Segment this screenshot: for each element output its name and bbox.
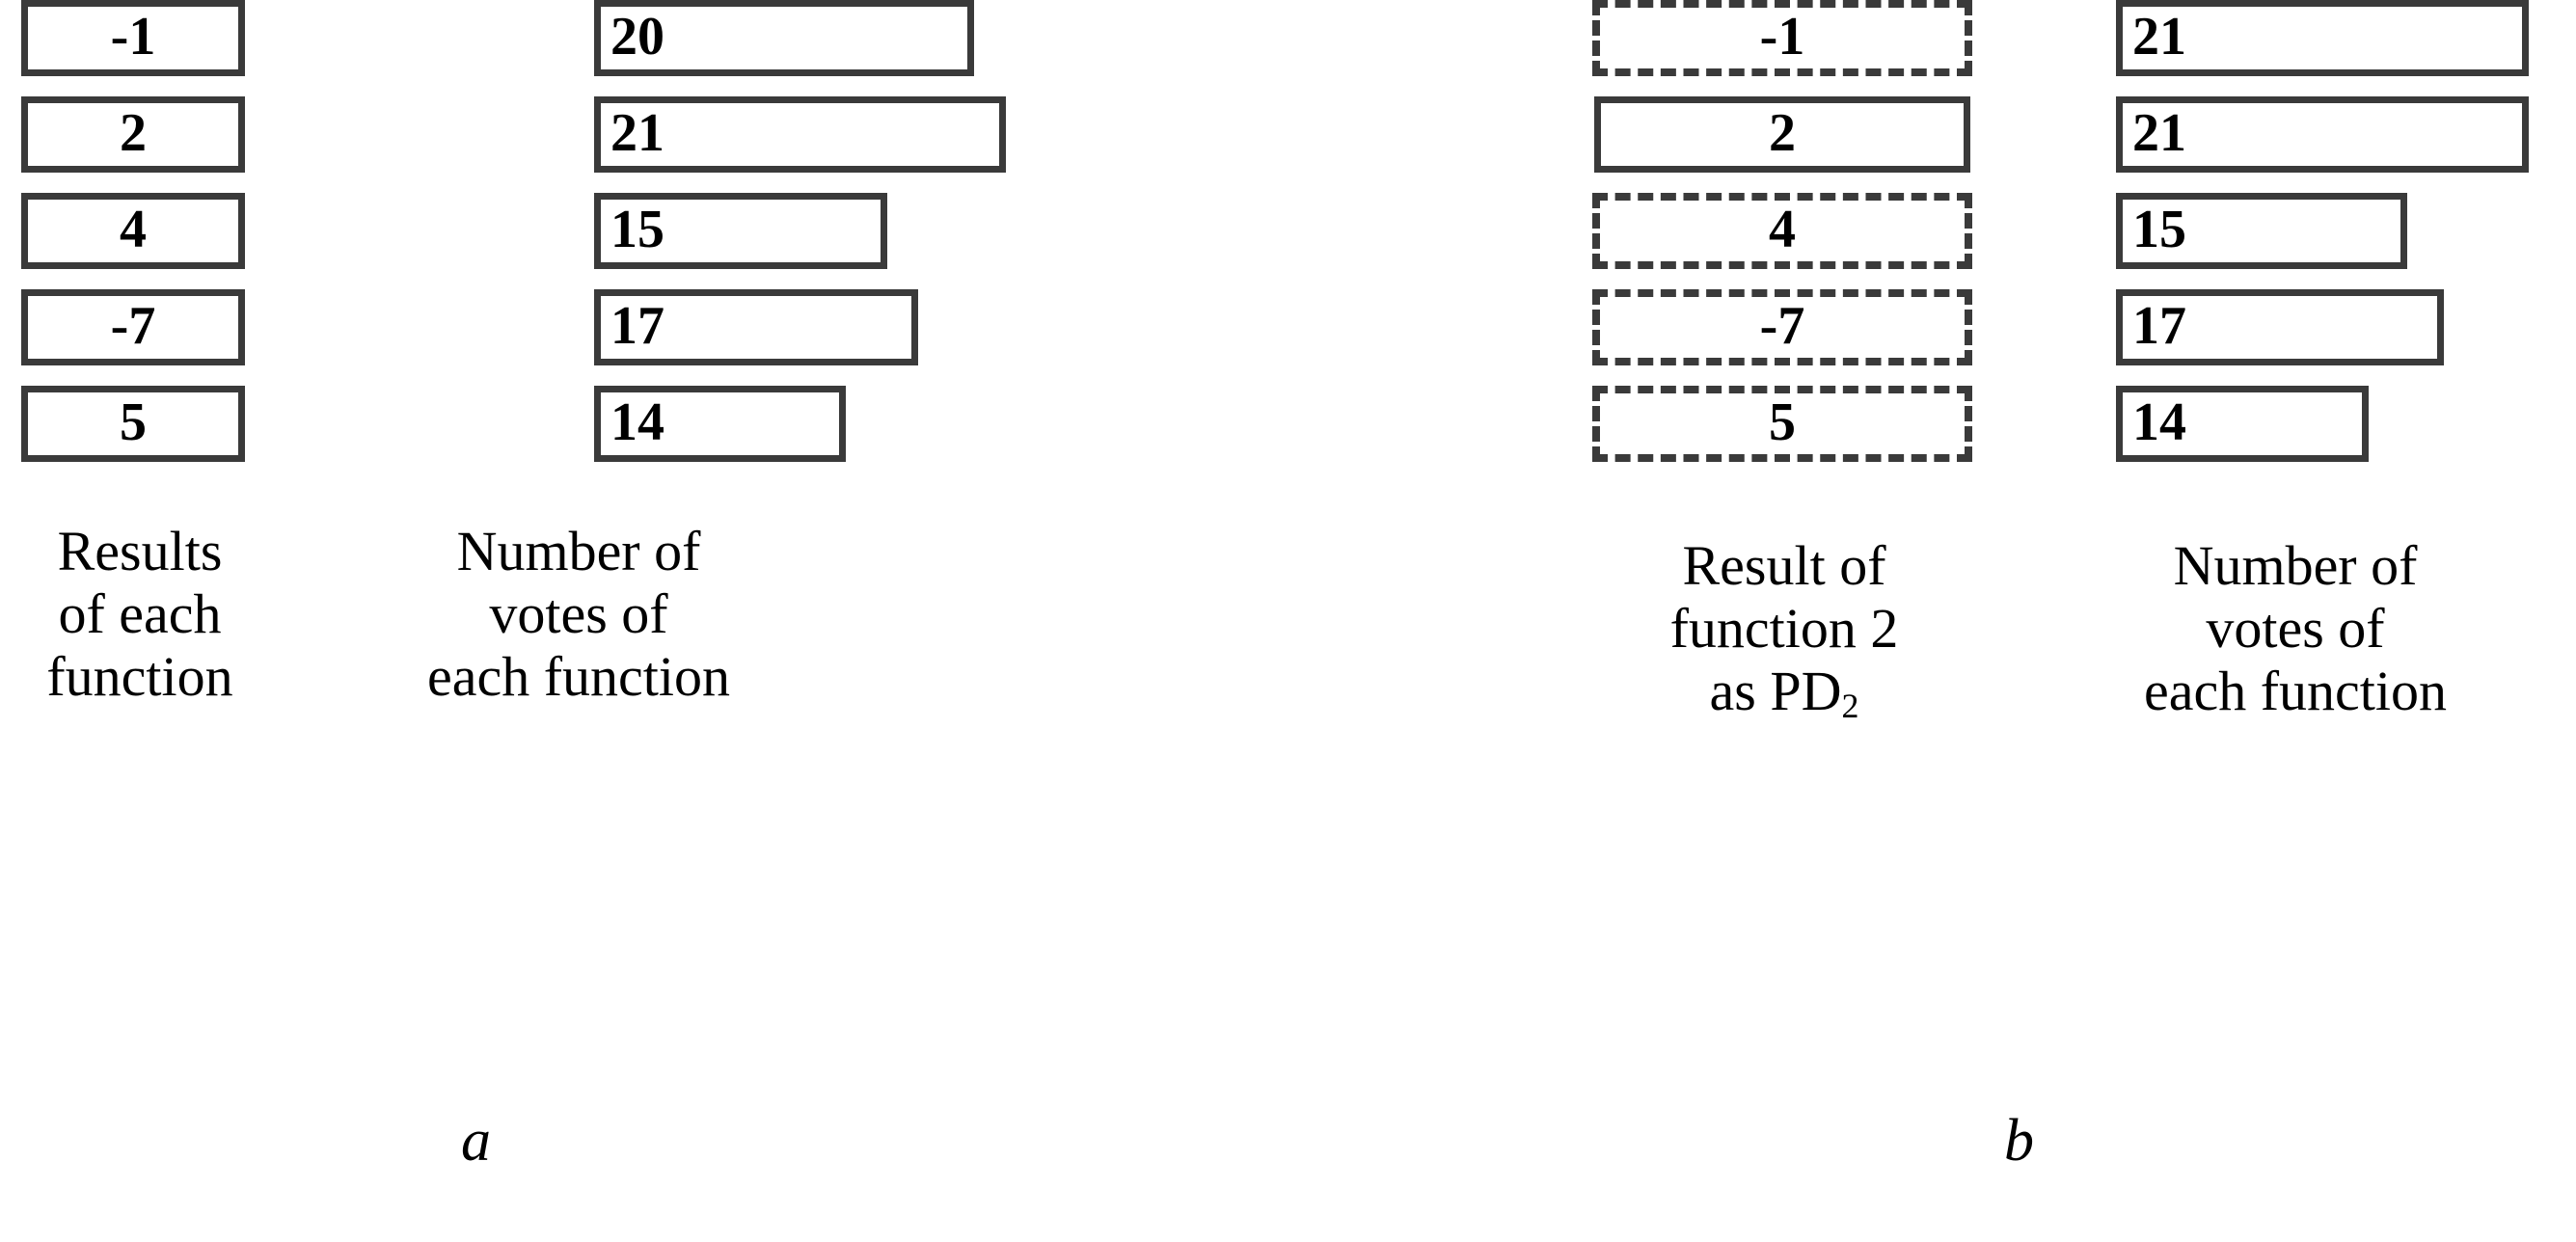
result-box[interactable]: 4 — [21, 193, 245, 269]
panel-b-results-caption-subscript: 2 — [1841, 686, 1859, 725]
votes-value: 21 — [2132, 102, 2186, 163]
votes-value: 17 — [610, 295, 664, 356]
votes-bar[interactable]: 17 — [594, 289, 918, 365]
votes-bar[interactable]: 15 — [594, 193, 887, 269]
result-value: 2 — [120, 102, 147, 163]
votes-value: 14 — [2132, 392, 2186, 452]
panel-letter-b: b — [2004, 1108, 2034, 1174]
panel-b: -1 2 4 -7 5 — [1543, 0, 2576, 1242]
result-value: -1 — [1759, 6, 1805, 67]
result-box[interactable]: -1 — [21, 0, 245, 76]
votes-bar[interactable]: 14 — [594, 386, 846, 462]
result-box[interactable]: 5 — [21, 386, 245, 462]
result-value: -7 — [1759, 295, 1805, 356]
panel-b-results-caption: Result of function 2 as PD2 — [1562, 534, 2006, 725]
result-box-dashed[interactable]: 5 — [1592, 386, 1972, 462]
panel-b-votes-caption: Number of votes of each function — [2143, 534, 2447, 722]
votes-bar[interactable]: 21 — [594, 96, 1006, 173]
result-value: -1 — [110, 6, 156, 67]
votes-bar[interactable]: 15 — [2116, 193, 2407, 269]
panel-a: -1 2 4 -7 5 — [0, 0, 1254, 1242]
result-value: 5 — [1769, 392, 1796, 452]
votes-value: 21 — [2132, 6, 2186, 67]
result-box[interactable]: -7 — [21, 289, 245, 365]
votes-bar[interactable]: 14 — [2116, 386, 2369, 462]
result-value: -7 — [110, 295, 156, 356]
votes-bar[interactable]: 17 — [2116, 289, 2444, 365]
result-box-dashed[interactable]: -7 — [1592, 289, 1972, 365]
result-box-dashed[interactable]: -1 — [1592, 0, 1972, 76]
panel-a-votes-caption: Number of votes of each function — [426, 520, 730, 708]
votes-value: 15 — [2132, 199, 2186, 259]
result-value: 2 — [1769, 102, 1796, 163]
result-box[interactable]: 2 — [21, 96, 245, 173]
result-value: 4 — [1769, 199, 1796, 259]
votes-value: 14 — [610, 392, 664, 452]
result-value: 5 — [120, 392, 147, 452]
votes-value: 20 — [610, 6, 664, 67]
result-value: 4 — [120, 199, 147, 259]
votes-value: 17 — [2132, 295, 2186, 356]
votes-bar[interactable]: 20 — [594, 0, 974, 76]
panel-b-results-caption-text: Result of function 2 as PD — [1669, 534, 1899, 722]
votes-value: 15 — [610, 199, 664, 259]
result-box-selected[interactable]: 2 — [1594, 96, 1970, 173]
votes-value: 21 — [610, 102, 664, 163]
result-box-dashed[interactable]: 4 — [1592, 193, 1972, 269]
panel-a-results-caption: Results of each function — [46, 520, 233, 708]
votes-bar[interactable]: 21 — [2116, 96, 2529, 173]
panel-letter-a: a — [461, 1108, 491, 1174]
votes-bar[interactable]: 21 — [2116, 0, 2529, 76]
